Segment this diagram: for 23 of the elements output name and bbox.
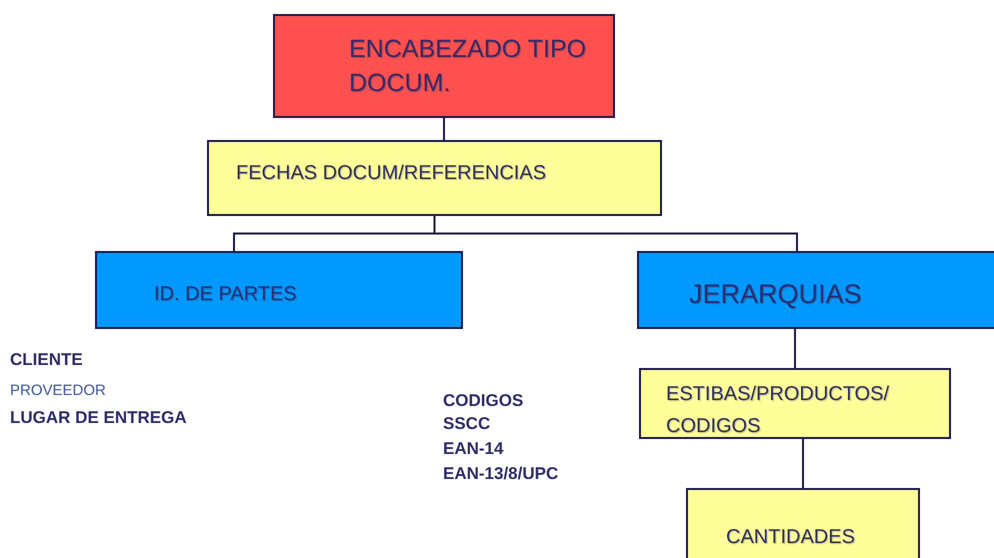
node-text: ENCABEZADO TIPO DOCUM.	[349, 34, 588, 99]
list-item: CODIGOS	[443, 391, 524, 411]
node-text: ESTIBAS/PRODUCTOS/ CODIGOS	[666, 382, 890, 439]
process-box	[686, 488, 920, 558]
list-item: LUGAR DE ENTREGA	[10, 408, 187, 428]
process-box	[207, 140, 662, 216]
list-item: SSCC	[443, 414, 490, 434]
connector-line	[434, 216, 798, 251]
node-text: ID. DE PARTES	[154, 282, 298, 306]
node-text: JERARQUIAS	[689, 278, 863, 310]
node-text: FECHAS DOCUM/REFERENCIAS	[236, 161, 548, 185]
header-box	[273, 14, 615, 118]
node-text: CANTIDADES	[726, 525, 856, 549]
process-box	[95, 251, 463, 329]
process-box	[639, 368, 951, 439]
connector-line	[794, 329, 796, 368]
process-box	[637, 251, 994, 329]
list-item: CLIENTE	[10, 350, 83, 370]
list-item: EAN-14	[443, 439, 504, 459]
connector-line	[802, 439, 804, 488]
list-item: EAN-13/8/UPC	[443, 464, 558, 484]
connector-line	[443, 118, 445, 140]
list-item: PROVEEDOR	[10, 382, 106, 399]
